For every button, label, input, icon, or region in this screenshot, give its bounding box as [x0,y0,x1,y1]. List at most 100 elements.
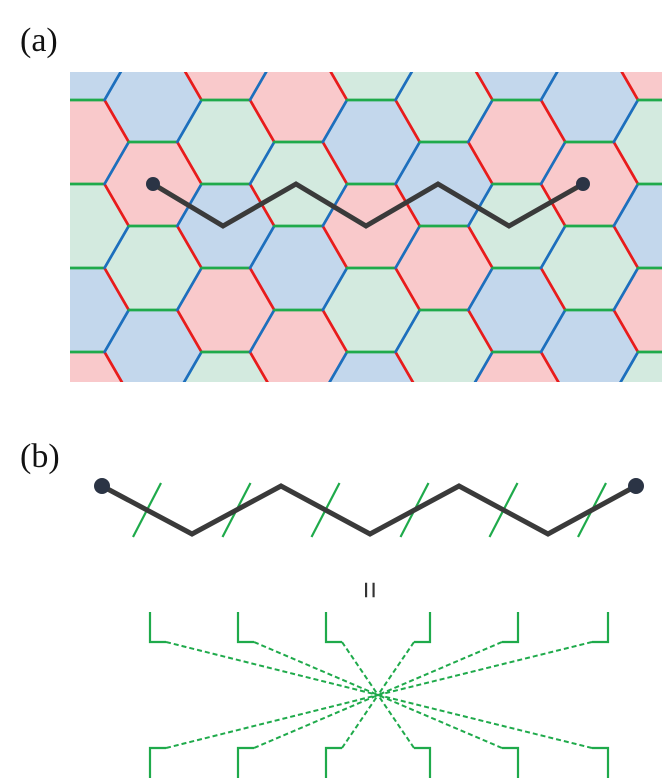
hex-edge [473,350,494,382]
hex-edge [466,98,494,144]
hex-edge [175,140,203,186]
hex-cell [177,99,275,184]
hex-edge [612,182,640,228]
hex-edge [396,394,420,436]
hex-cell [250,310,347,382]
hex-edge [394,266,422,312]
hex-edge [105,16,129,58]
hex-edge [32,352,56,394]
hex-edge [394,308,422,354]
hex-edge [32,16,56,58]
hex-edge [103,308,131,354]
hex-cell [395,141,493,227]
hex-edge [250,394,274,436]
hex-edge [248,308,276,354]
hex-cell [476,72,558,100]
hex-edge [32,226,56,268]
hex-edge [105,394,129,436]
hex-cell [475,352,559,382]
hex-edge [466,308,494,354]
hex-edge [177,16,201,58]
hex-cell [395,72,493,142]
hex-cell [396,0,493,58]
hex-edge [250,16,274,58]
hex-edge [105,394,129,436]
hex-edge [177,0,201,16]
string-line [151,181,585,229]
hex-edge [32,100,56,142]
hex-cell [468,268,566,353]
hex-edge [541,16,565,58]
hex-edge [250,0,274,16]
hex-cell [322,184,420,269]
hex-cell [177,268,275,353]
hex-cell [104,72,202,142]
hex-cell [105,394,202,478]
hex-edge [394,72,414,102]
hex-edge [323,0,347,16]
hex-cell [0,0,56,58]
hex-edge [175,224,203,270]
hex-cell [613,184,662,269]
hex-edge [248,98,276,144]
hex-edge [614,16,638,58]
hex-edge [394,182,422,228]
hex-edge [468,0,492,16]
hex-edge [175,98,203,144]
hex-edge [103,224,131,270]
hex-edge [614,436,638,478]
hex-cell [0,394,56,478]
hex-edge [614,394,638,436]
hex-edge [396,0,420,16]
hex-cell [541,226,638,311]
hex-edge [539,72,559,102]
hex-cell [541,394,638,478]
hex-cell [0,142,56,226]
hex-cell [0,58,56,142]
hex-edge [323,394,347,436]
hex-edge [32,142,56,184]
hex-edge [468,16,492,58]
hex-edge [250,436,274,478]
hex-edge [183,72,203,102]
hex-edge [619,350,640,382]
hex-edge [396,394,420,436]
hex-edge [541,394,565,436]
hex-edge [541,394,565,436]
hex-cell [104,310,202,382]
endpoint-left-dot [146,177,160,191]
hex-edge [541,16,565,58]
hex-cell [185,72,267,100]
hex-edge [321,98,349,144]
hex-edge [248,224,276,270]
hex-cell [184,352,268,382]
hex-edge [32,100,56,142]
hex-edge [539,266,567,312]
string-path-a [146,177,590,229]
hex-edge [32,268,56,310]
hex-edge [32,58,56,100]
hex-edge [323,394,347,436]
hex-edge [539,224,567,270]
hex-edge [32,142,56,184]
hex-edge [32,310,56,352]
endpoint-right-dot [576,177,590,191]
hex-edge [105,436,129,478]
hex-edge [323,16,347,58]
hex-edge [103,140,131,186]
hex-edge [250,16,274,58]
hex-edge [474,72,494,102]
hex-cell [620,352,662,382]
hex-cell [70,184,129,269]
hex-edge [468,394,492,436]
hex-edge [614,0,638,16]
hex-cell [322,99,420,184]
hex-edge [321,140,349,186]
hex-cell [250,226,347,311]
hex-cell [250,394,347,478]
hex-edge [321,308,349,354]
hex-edge [105,0,129,16]
hex-edge [323,16,347,58]
hex-cell [613,99,662,184]
hex-edge [248,350,269,382]
